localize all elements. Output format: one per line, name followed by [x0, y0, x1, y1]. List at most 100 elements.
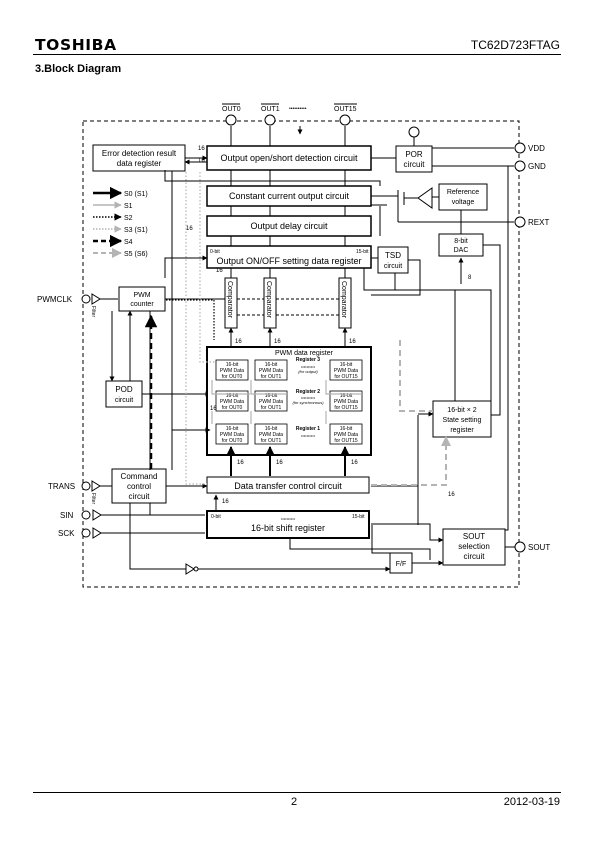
output-pins [222, 103, 357, 146]
legend-s3: S3 (S1) [124, 227, 148, 234]
dac-label-2: DAC [454, 247, 469, 254]
svg-text:for OUT0: for OUT0 [222, 438, 243, 444]
output-channel-buses [230, 170, 346, 278]
comparator-label-1: Comparator [265, 281, 272, 319]
svg-text:16-bit: 16-bit [265, 426, 278, 432]
svg-text:for OUT0: for OUT0 [222, 374, 243, 380]
left-pins [81, 294, 91, 538]
svg-text:16-bit: 16-bit [340, 393, 353, 399]
toshiba-logo: TOSHIBA [35, 36, 117, 54]
dac-bus-width: 8 [468, 275, 472, 281]
pin-sout-label: SOUT [528, 543, 550, 552]
s2-path [166, 299, 215, 340]
sout-sel-label-1: SOUT [463, 532, 485, 541]
por-label-1: POR [405, 150, 423, 159]
register1-label: Register 1 [296, 426, 320, 432]
error-detection-label-1: Error detection result [102, 149, 177, 158]
current-source-amplifier [371, 187, 514, 223]
shift-dots: •••••••••• [281, 516, 296, 521]
pwm-counter-label-1: PWM [133, 292, 150, 299]
right-pins [514, 142, 526, 553]
bus-width-onoff: 16 [216, 268, 223, 274]
output-delay-circuit [206, 215, 372, 237]
gray-control-lines [185, 172, 451, 486]
pin-trans-label: TRANS [48, 482, 75, 491]
svg-text:PWM Data: PWM Data [220, 399, 244, 405]
pin-rext-label: REXT [528, 218, 549, 227]
svg-text:for OUT15: for OUT15 [334, 438, 358, 444]
state-label-2: State setting [443, 417, 482, 424]
command-label-2: control [127, 482, 151, 491]
bus-width-cmp0: 16 [235, 339, 242, 345]
legend-s0: S0 (S1) [124, 191, 148, 198]
footer-date: 2012-03-19 [503, 796, 560, 808]
por-circuit [395, 145, 433, 173]
svg-text:for OUT1: for OUT1 [261, 438, 282, 444]
bus-width-err-2: 16 [198, 158, 205, 164]
pod-connections [109, 310, 211, 397]
comparators [224, 277, 352, 329]
svg-text:16-bit: 16-bit [226, 426, 239, 432]
register2-label: Register 2 [296, 389, 320, 395]
pin-pwmclk-label: PWMCLK [37, 295, 73, 304]
pin-vdd-label: VDD [528, 144, 545, 153]
state-label-1: 16-bit × 2 [447, 407, 476, 414]
onoff-bit15: 15-bit [356, 249, 369, 255]
sout-sel-label-3: circuit [464, 552, 486, 561]
tsd-label-2: circuit [384, 263, 402, 270]
legend-s1: S1 [124, 203, 133, 210]
bus-width-dt1: 16 [276, 460, 283, 466]
state-setting-register [432, 400, 492, 438]
bus-width-state: 16 [448, 492, 455, 498]
pin-out0-label: OUT0 [222, 106, 241, 113]
state-label-3: register [450, 427, 474, 434]
dac-label-1: 8-bit [454, 238, 468, 245]
signal-wiring [129, 147, 514, 575]
onoff-label: Output ON/OFF setting data register [216, 256, 361, 266]
error-detection-register [92, 144, 186, 172]
shift-bit15: 15-bit [352, 514, 365, 520]
register3-label: Register 3 [296, 357, 320, 363]
comparator-label-0: Comparator [226, 281, 233, 319]
svg-text:16-bit: 16-bit [265, 393, 278, 399]
data-transfer-label: Data transfer control circuit [234, 481, 342, 491]
bus-width-dt15: 16 [351, 460, 358, 466]
legend-s4: S4 [124, 239, 133, 246]
pwm-data-register-label: PWM data register [275, 350, 334, 357]
register3-dots: •••••••••• [301, 364, 316, 369]
bus-width-cmp1: 16 [274, 339, 281, 345]
svg-text:for OUT15: for OUT15 [334, 405, 358, 411]
svg-text:PWM Data: PWM Data [334, 432, 358, 438]
tsd-label-1: TSD [385, 251, 401, 260]
output-dots: •••••••••• [289, 106, 307, 112]
register2-dots: •••••••••• [301, 395, 316, 400]
svg-text:16-bit: 16-bit [340, 426, 353, 432]
chip-boundary [82, 120, 520, 588]
bus-width-cmp15: 16 [349, 339, 356, 345]
register1-dots: •••••••••• [301, 433, 316, 438]
sout-sel-label-2: selection [458, 542, 490, 551]
ff-label: F/F [396, 561, 407, 568]
shift-register-label: 16-bit shift register [251, 523, 325, 533]
pod-circuit [105, 380, 143, 408]
filter-label-trans: Filter [90, 493, 96, 504]
svg-text:PWM Data: PWM Data [259, 399, 283, 405]
reference-label-1: Reference [447, 189, 479, 196]
comparator-input-buses [226, 327, 350, 476]
page-number: 2 [291, 796, 298, 808]
pin-out1-label: OUT1 [261, 106, 280, 113]
svg-text:PWM Data: PWM Data [259, 368, 283, 374]
constant-current-label: Constant current output circuit [229, 191, 350, 201]
register2-note: (for synchronous) [292, 400, 324, 405]
open-short-label: Output open/short detection circuit [220, 153, 358, 163]
error-detection-label-2: data register [117, 159, 162, 168]
output-delay-label: Output delay circuit [250, 221, 328, 231]
svg-text:16-bit: 16-bit [226, 393, 239, 399]
part-number: TC62D723FTAG [470, 38, 560, 52]
comparator-label-15: Comparator [340, 281, 347, 319]
shift-bit0: 0-bit [211, 514, 221, 520]
svg-text:16-bit: 16-bit [340, 362, 353, 368]
pin-gnd-label: GND [528, 162, 546, 171]
